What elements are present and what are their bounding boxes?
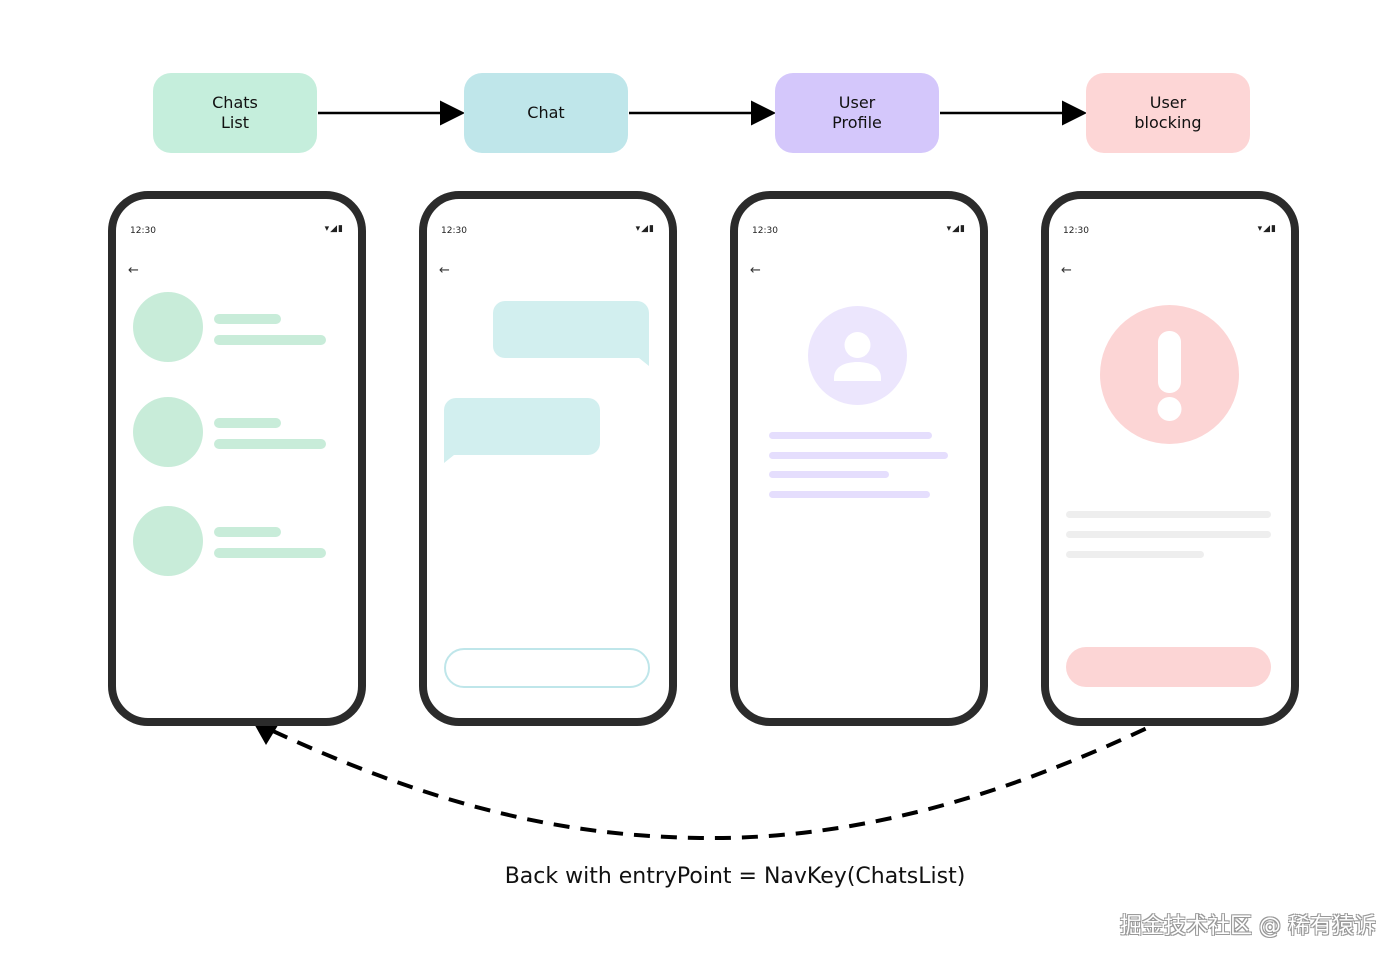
avatar	[133, 506, 203, 576]
back-arrow-icon[interactable]: ←	[128, 263, 139, 278]
node-user-profile: User Profile	[775, 73, 939, 153]
signal-battery-icon: ▾◢▮	[946, 224, 966, 234]
list-item-line	[214, 527, 281, 537]
avatar	[133, 397, 203, 467]
edge-back-dashed	[261, 715, 1171, 841]
phone-user-profile: 12:30 ▾◢▮ ←	[730, 191, 988, 726]
person-icon	[834, 332, 881, 381]
node-chats-list: Chats List	[153, 73, 317, 153]
back-arrowhead	[252, 720, 280, 745]
list-item-line	[214, 439, 326, 449]
list-item-line	[214, 335, 326, 345]
phone-user-blocking: 12:30 ▾◢▮ ←	[1041, 191, 1299, 726]
list-item-line	[214, 314, 281, 324]
status-time: 12:30	[441, 226, 467, 236]
list-item-line	[214, 418, 281, 428]
avatar	[133, 292, 203, 362]
status-time: 12:30	[752, 226, 778, 236]
status-time: 12:30	[1063, 226, 1089, 236]
node-user-blocking: User blocking	[1086, 73, 1250, 153]
block-button[interactable]	[1066, 647, 1271, 687]
back-arrow-icon[interactable]: ←	[439, 263, 450, 278]
alert-circle	[1100, 305, 1239, 444]
node-chat: Chat	[464, 73, 628, 153]
back-caption: Back with entryPoint = NavKey(ChatsList)	[504, 864, 966, 889]
blocking-text-line	[1066, 531, 1271, 538]
phone-chat: 12:30 ▾◢▮ ←	[419, 191, 677, 726]
profile-line	[769, 432, 932, 439]
status-time: 12:30	[130, 226, 156, 236]
profile-line	[769, 471, 889, 478]
profile-line	[769, 452, 948, 459]
message-bubble-received	[444, 398, 600, 463]
phone-chats-list: 12:30 ▾◢▮ ←	[108, 191, 366, 726]
signal-battery-icon: ▾◢▮	[324, 224, 344, 234]
exclamation-icon	[1157, 331, 1182, 421]
back-arrow-icon[interactable]: ←	[750, 263, 761, 278]
blocking-text-line	[1066, 511, 1271, 518]
list-item-line	[214, 548, 326, 558]
profile-avatar	[808, 306, 907, 405]
message-input[interactable]	[444, 648, 650, 688]
message-bubble-sent	[493, 301, 649, 366]
signal-battery-icon: ▾◢▮	[635, 224, 655, 234]
signal-battery-icon: ▾◢▮	[1257, 224, 1277, 234]
back-arrow-icon[interactable]: ←	[1061, 263, 1072, 278]
profile-line	[769, 491, 930, 498]
blocking-text-line	[1066, 551, 1204, 558]
watermark: 掘金技术社区 @ 稀有猿诉	[1120, 914, 1376, 939]
